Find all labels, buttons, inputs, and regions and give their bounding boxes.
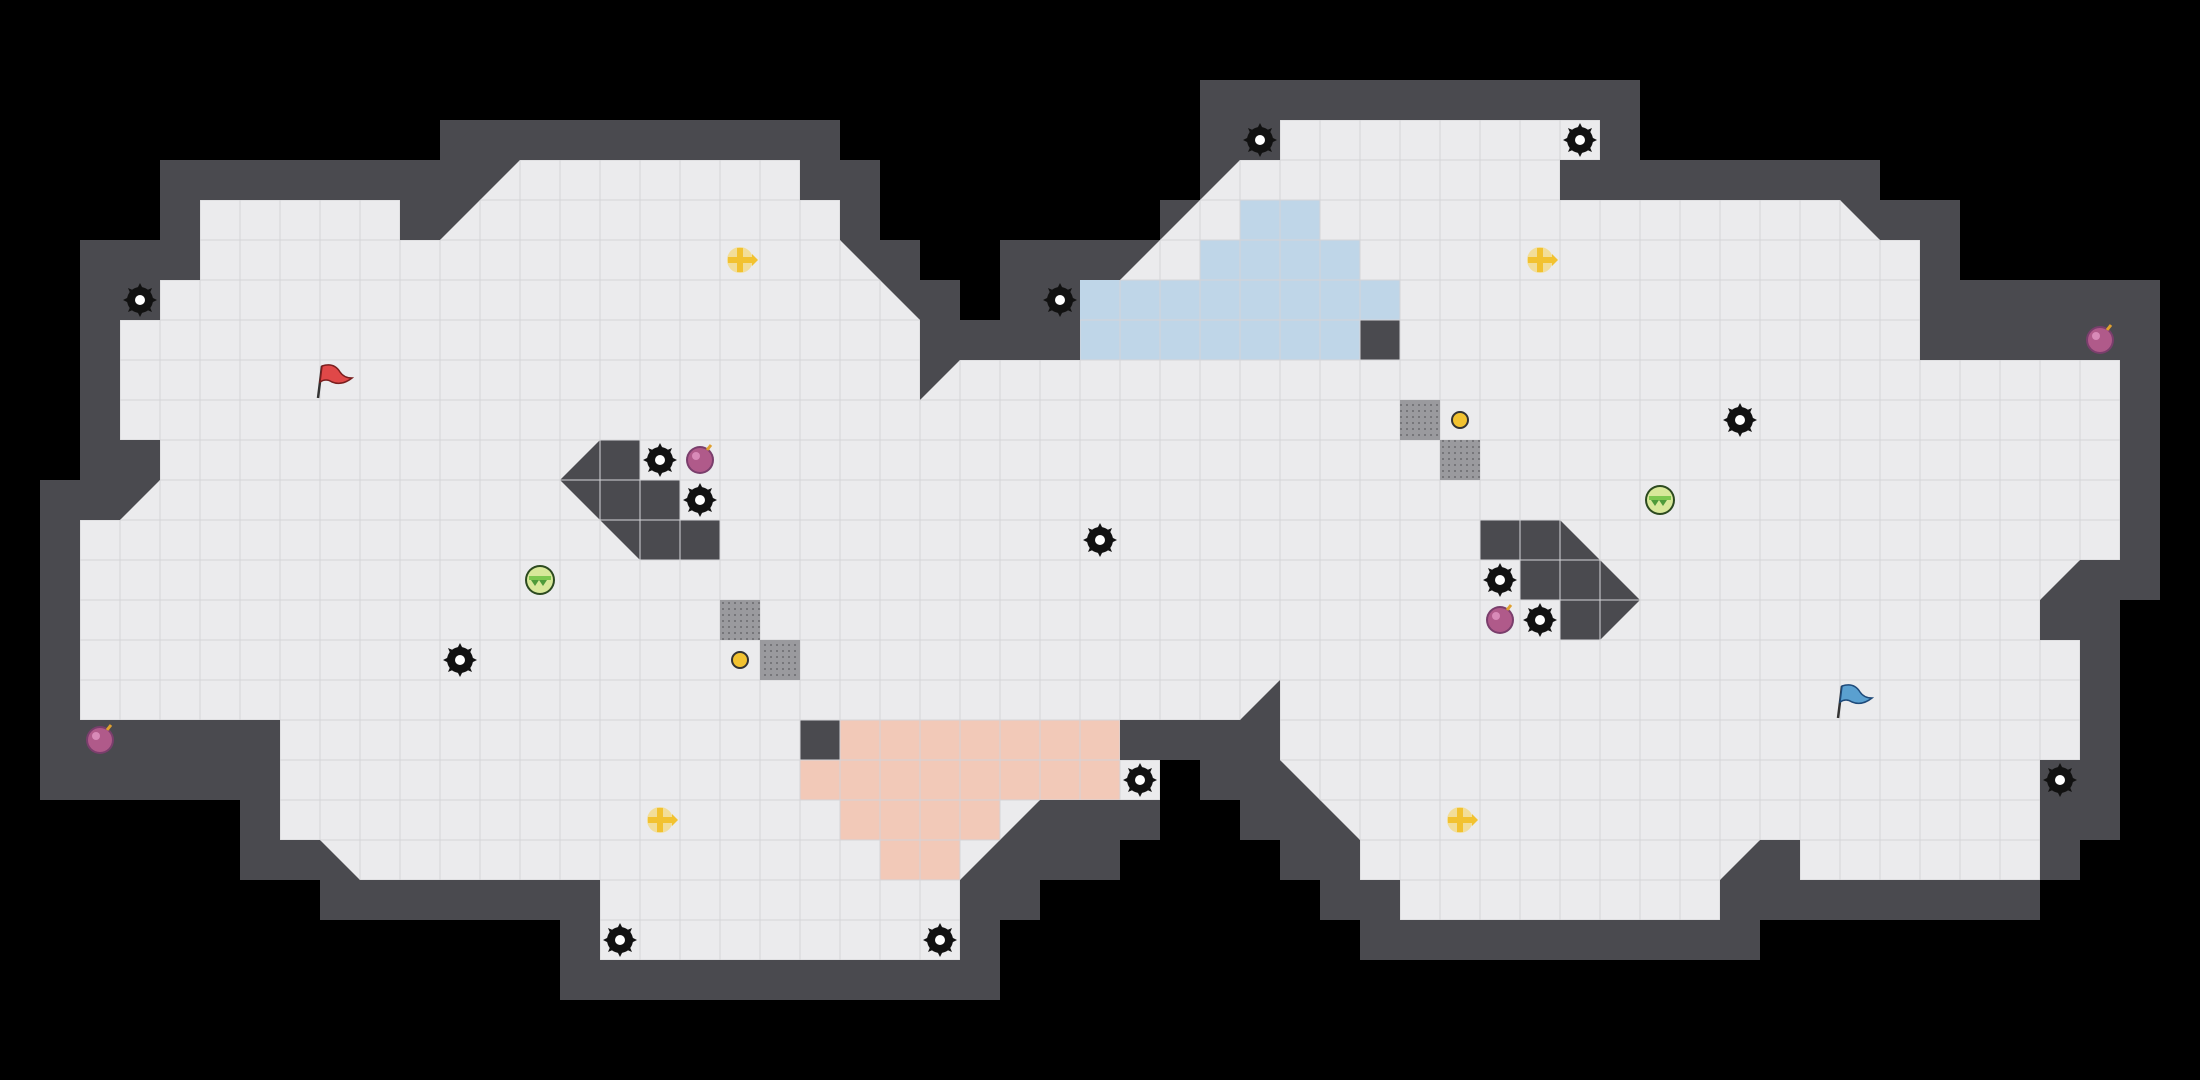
gates [720,400,1480,680]
juke-juice-icon [525,565,555,595]
red-flag-icon [316,364,355,399]
spike-icon [1483,563,1517,597]
gate-tile [720,600,760,640]
spike-icon [2043,763,2077,797]
gate-tile [1400,400,1440,440]
blue-flag-icon [1836,684,1875,719]
spike-icon [1083,523,1117,557]
spike-icon [603,923,637,957]
spike-icon [1123,763,1157,797]
buttons [731,411,1469,669]
spike-icon [683,483,717,517]
spike-icon [443,643,477,677]
spike-icon [1043,283,1077,317]
spike-icon [923,923,957,957]
spike-icon [1243,123,1277,157]
juke-juice-icon [1645,485,1675,515]
spike-icon [1523,603,1557,637]
gate-tile [1440,440,1480,480]
spike-icon [1563,123,1597,157]
button-icon [1451,411,1469,429]
spike-icon [643,443,677,477]
button-icon [731,651,749,669]
spike-icon [1723,403,1757,437]
spike-icon [123,283,157,317]
gate-tile [760,640,800,680]
